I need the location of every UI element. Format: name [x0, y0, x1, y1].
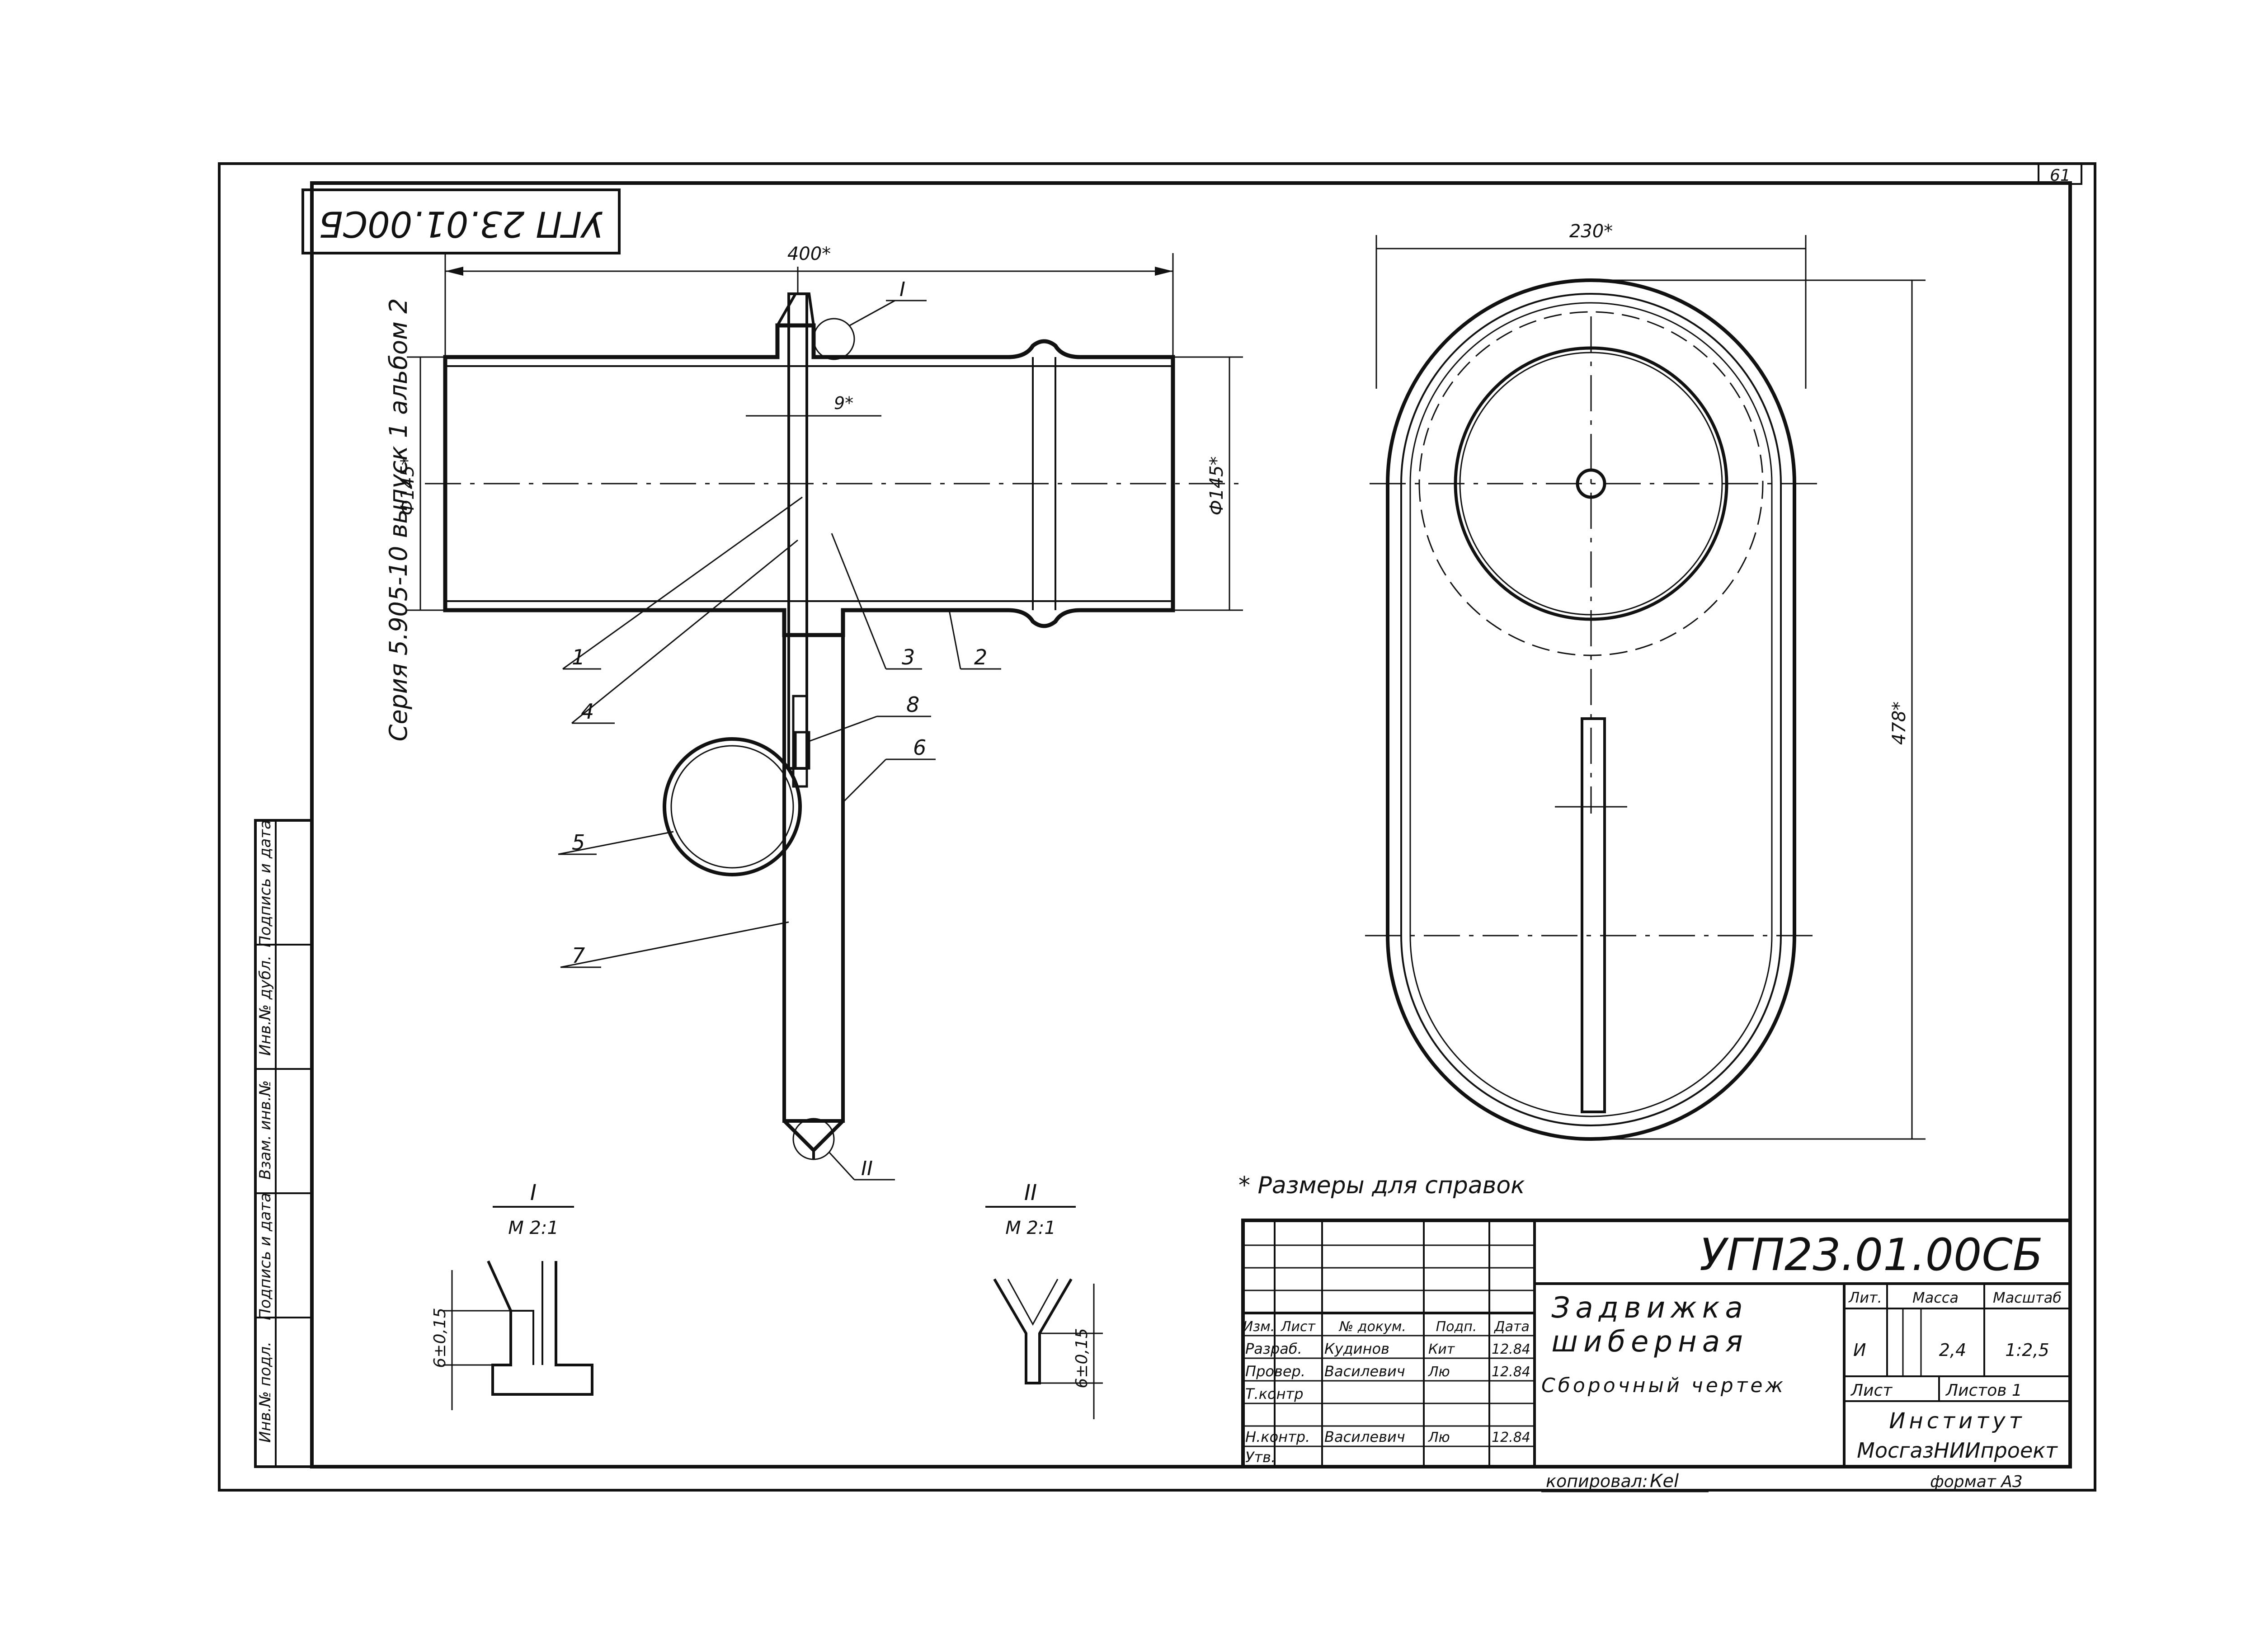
stamp-cell-5: Подпись и дата: [256, 820, 274, 947]
copied-sign: Кеl: [1650, 1471, 1679, 1492]
callout-leaders: 1 4 3 2 8 6 5 7: [558, 496, 1001, 968]
detail-2: II М 2:1 6±0,15: [985, 1180, 1103, 1419]
format-label: формат А3: [1930, 1473, 2023, 1491]
mass-label: Масса: [1912, 1289, 1959, 1306]
row-2-role: Провер.: [1245, 1363, 1305, 1380]
detail-1: I М 2:1 6±0,15: [431, 1180, 593, 1410]
reference-note: * Размеры для справок: [1238, 1172, 1525, 1199]
row-1-sign: Кит: [1428, 1341, 1455, 1357]
dim-length: 400*: [787, 244, 831, 264]
row-5-sign: Лю: [1428, 1430, 1450, 1445]
main-section-view: 400* 9* I II: [397, 244, 1243, 1181]
side-stamp-column: Инв.№ подл. Подпись и дата Взам. инв.№ И…: [254, 819, 313, 1468]
lit-label: Лит.: [1848, 1289, 1882, 1306]
callout-2: 2: [974, 645, 987, 669]
rotated-doc-code-text: УГП 23.01.00СБ: [319, 203, 603, 244]
mass-value: 2,4: [1939, 1340, 1966, 1360]
col-date: Дата: [1493, 1319, 1530, 1335]
detail-1-title: I: [530, 1180, 537, 1205]
row-1-date: 12.84: [1492, 1341, 1530, 1357]
org-line1: Институт: [1889, 1408, 2025, 1434]
detail-1-scale: М 2:1: [508, 1218, 559, 1238]
rotated-doc-code: УГП 23.01.00СБ: [301, 188, 621, 254]
row-2-name: Василевич: [1324, 1363, 1405, 1380]
scale-label: Масштаб: [1993, 1289, 2062, 1306]
sheet-number: 61: [2050, 166, 2071, 185]
col-sign: Подп.: [1436, 1319, 1477, 1335]
col-docnum: № докум.: [1338, 1319, 1406, 1335]
detail-mark-1: I: [899, 278, 905, 301]
callout-3: 3: [902, 645, 915, 669]
col-list: Лист: [1281, 1319, 1316, 1335]
callout-5: 5: [572, 830, 585, 855]
lit-value: И: [1853, 1340, 1866, 1360]
title-block: УГП23.01.00СБ Изм. Лист № докум. Подп. Д…: [1241, 1219, 2072, 1492]
callout-6: 6: [913, 735, 926, 760]
stamp-cell-1: Инв.№ подл.: [256, 1341, 274, 1443]
copied-label: копировал:: [1546, 1471, 1648, 1491]
callout-7: 7: [572, 943, 585, 968]
row-5-name: Василевич: [1324, 1428, 1405, 1445]
callout-1: 1: [572, 645, 585, 669]
sheets-label: Листов 1: [1945, 1381, 2022, 1400]
callout-4: 4: [581, 699, 594, 724]
row-6-role: Утв.: [1245, 1449, 1276, 1466]
row-2-sign: Лю: [1428, 1364, 1450, 1380]
row-5-role: Н.контр.: [1245, 1428, 1310, 1445]
detail-2-scale: М 2:1: [1005, 1218, 1056, 1238]
stamp-cell-3: Взам. инв.№: [256, 1080, 274, 1180]
side-view: 230* 478*: [1365, 221, 1926, 1141]
detail-2-title: II: [1024, 1180, 1037, 1205]
side-series-text: Серия 5.905-10 выпуск 1 альбом 2: [384, 298, 413, 742]
stamp-cell-4: Инв.№ дубл.: [256, 955, 274, 1056]
dim-gap: 9*: [834, 393, 853, 413]
row-1-role: Разраб.: [1245, 1340, 1302, 1357]
detail-2-dim: 6±0,15: [1073, 1328, 1091, 1388]
dim-width: 230*: [1569, 221, 1613, 242]
stamp-cell-2: Подпись и дата: [256, 1193, 274, 1320]
callout-8: 8: [906, 692, 919, 717]
scale-value: 1:2,5: [2005, 1340, 2049, 1360]
dim-diameter-left: Ф145*: [397, 457, 418, 516]
dim-diameter-right: Ф145*: [1206, 457, 1227, 516]
detail-1-dim: 6±0,15: [431, 1308, 449, 1368]
row-2-date: 12.84: [1492, 1364, 1530, 1380]
row-1-name: Кудинов: [1324, 1340, 1389, 1357]
row-3-role: Т.контр: [1245, 1385, 1304, 1403]
col-izm: Изм.: [1243, 1319, 1275, 1335]
dim-height: 478*: [1889, 701, 1910, 745]
doc-type: Сборочный чертеж: [1541, 1374, 1786, 1397]
item-name-line1: Задвижка: [1551, 1291, 1748, 1325]
detail-mark-2: II: [861, 1157, 873, 1180]
sheet-label: Лист: [1850, 1381, 1893, 1400]
doc-code: УГП23.01.00СБ: [1700, 1229, 2043, 1281]
org-line2: МосгазНИИпроект: [1857, 1438, 2058, 1463]
row-5-date: 12.84: [1492, 1430, 1530, 1445]
item-name-line2: шиберная: [1551, 1325, 1748, 1359]
